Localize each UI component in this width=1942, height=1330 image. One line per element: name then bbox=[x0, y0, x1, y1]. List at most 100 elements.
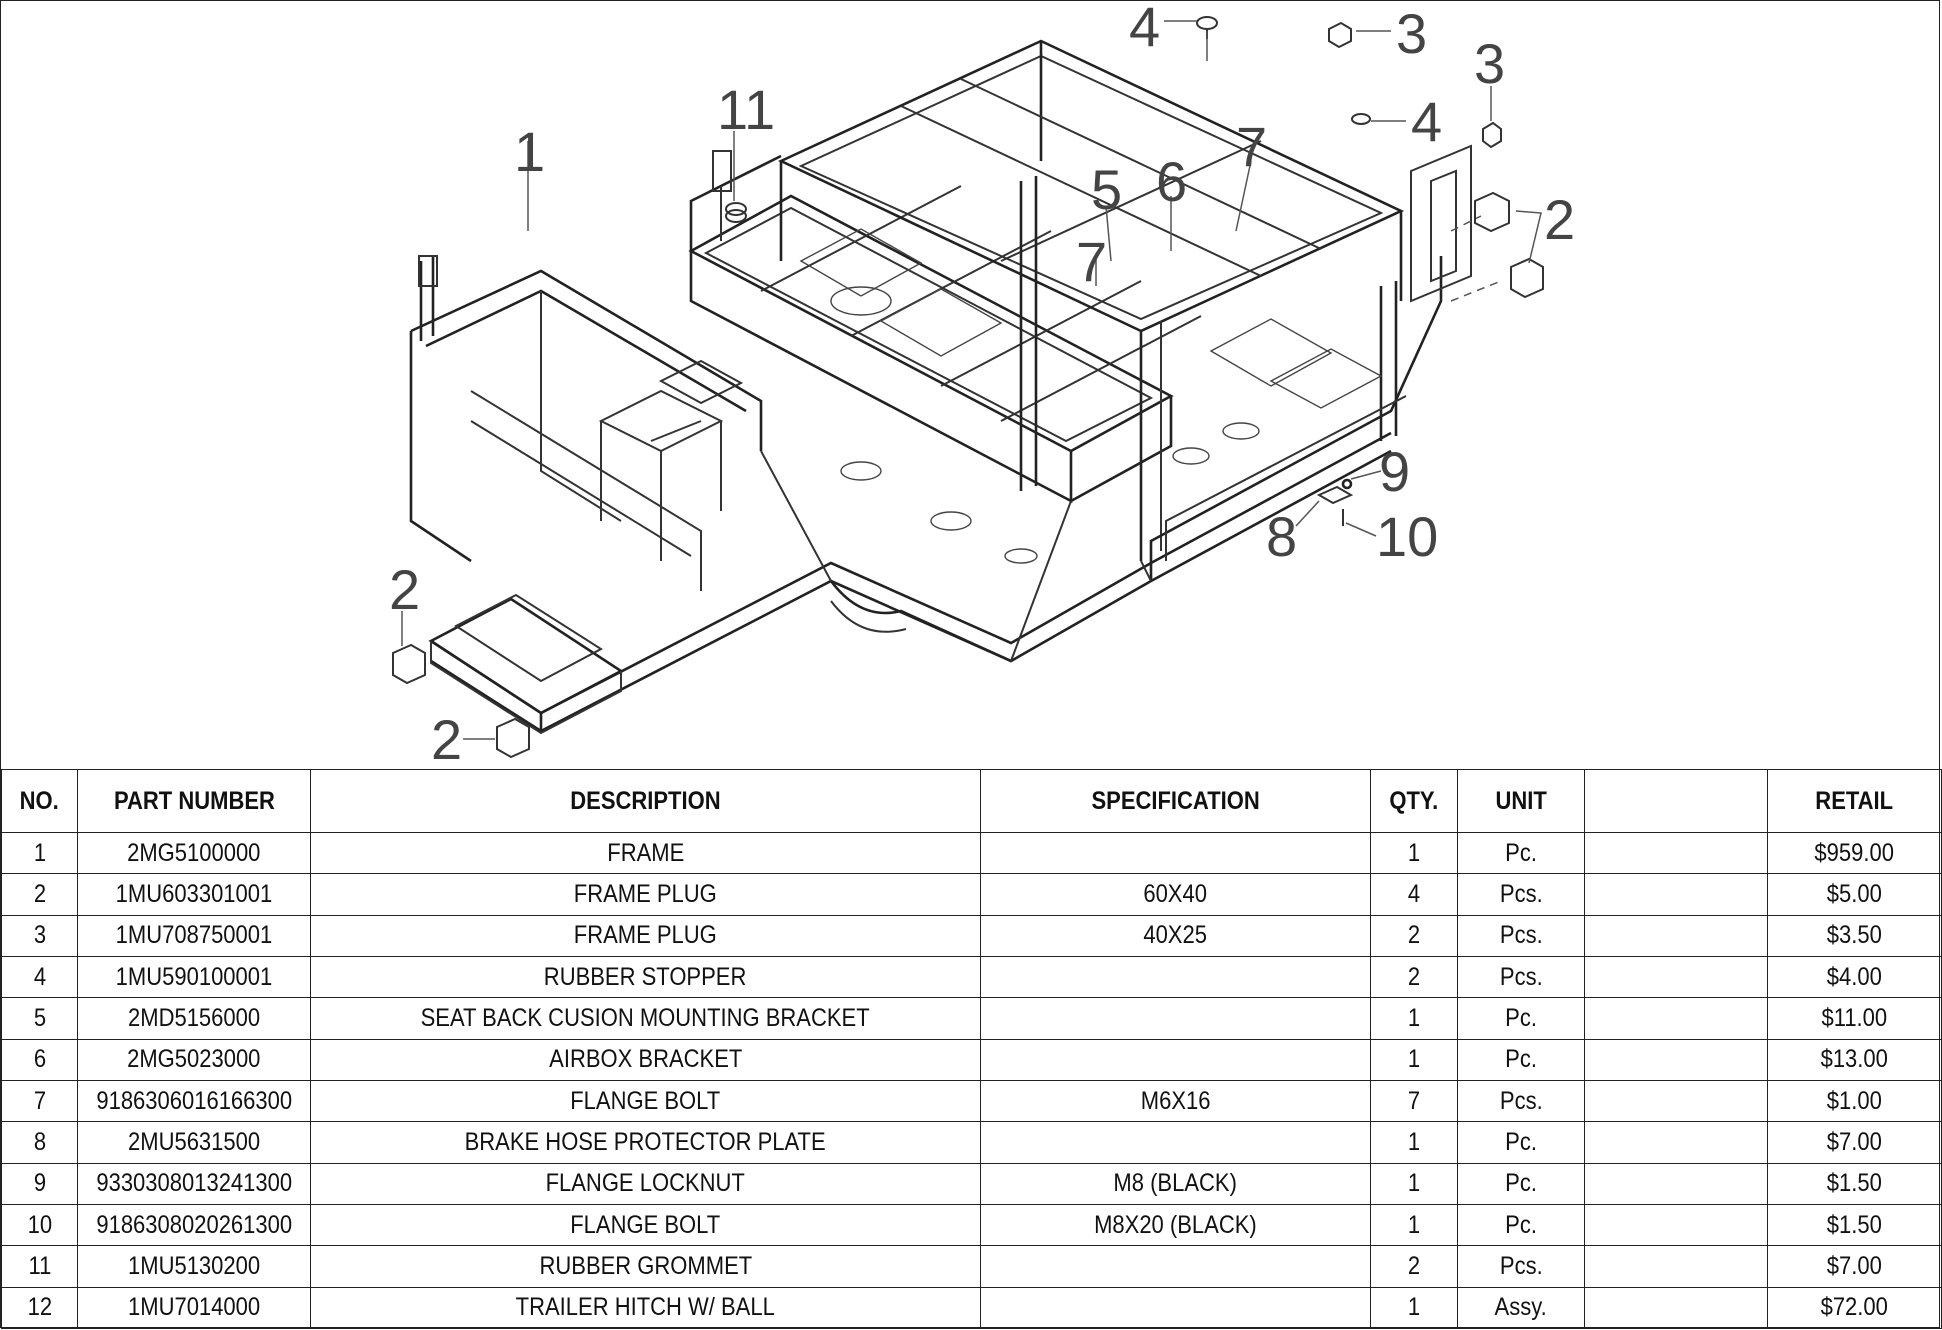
cell-description: FLANGE BOLT bbox=[310, 1203, 981, 1247]
cell-unit: Pcs. bbox=[1457, 914, 1585, 957]
cell-unit: Pc. bbox=[1457, 1038, 1585, 1081]
cell-part-number: 2MU5631500 bbox=[77, 1121, 311, 1164]
cell-retail: $13.00 bbox=[1767, 1038, 1942, 1081]
cell-qty: 4 bbox=[1370, 873, 1458, 916]
cell-blank bbox=[1584, 1286, 1768, 1330]
cell-retail: $5.00 bbox=[1767, 873, 1942, 916]
cell-description: FRAME PLUG bbox=[310, 873, 981, 916]
cell-qty: 2 bbox=[1370, 1245, 1458, 1288]
cell-retail: $1.50 bbox=[1767, 1162, 1942, 1205]
cell-qty: 1 bbox=[1370, 997, 1458, 1040]
header-blank bbox=[1584, 769, 1768, 833]
header-description: DESCRIPTION bbox=[310, 769, 981, 833]
cell-retail: $4.00 bbox=[1767, 955, 1942, 999]
cell-retail: $3.50 bbox=[1767, 914, 1942, 957]
cell-specification: M8X20 (BLACK) bbox=[980, 1203, 1371, 1247]
cell-blank bbox=[1584, 955, 1768, 999]
frame-drawing bbox=[409, 39, 1502, 735]
header-specification: SPECIFICATION bbox=[980, 769, 1371, 833]
parts-table: NO. PART NUMBER DESCRIPTION SPECIFICATIO… bbox=[1, 769, 1942, 1330]
cell-unit: Pcs. bbox=[1457, 1245, 1585, 1288]
cell-retail: $11.00 bbox=[1767, 997, 1942, 1040]
header-retail: RETAIL bbox=[1767, 769, 1942, 833]
cell-blank bbox=[1584, 914, 1768, 957]
table-header-row: NO. PART NUMBER DESCRIPTION SPECIFICATIO… bbox=[1, 769, 1942, 833]
callout-7-lower: 7 bbox=[1076, 230, 1107, 293]
cell-blank bbox=[1584, 873, 1768, 916]
cell-specification: M6X16 bbox=[980, 1079, 1371, 1123]
cell-qty: 1 bbox=[1370, 831, 1458, 875]
cell-blank bbox=[1584, 1038, 1768, 1081]
cell-retail: $72.00 bbox=[1767, 1286, 1942, 1330]
cell-unit: Pcs. bbox=[1457, 955, 1585, 999]
cell-no: 11 bbox=[1, 1245, 78, 1288]
cell-description: BRAKE HOSE PROTECTOR PLATE bbox=[310, 1121, 981, 1164]
cell-blank bbox=[1584, 997, 1768, 1040]
cell-specification bbox=[980, 1245, 1371, 1288]
cell-specification bbox=[980, 1038, 1371, 1081]
cell-part-number: 2MG5023000 bbox=[77, 1038, 311, 1081]
frame-exploded-diagram: 1 11 4 3 4 3 2 2 2 5 6 7 7 9 8 10 bbox=[1, 1, 1941, 769]
cell-part-number: 2MD5156000 bbox=[77, 997, 311, 1040]
cell-no: 7 bbox=[1, 1079, 78, 1123]
cell-part-number: 9186308020261300 bbox=[77, 1203, 311, 1247]
cell-qty: 1 bbox=[1370, 1286, 1458, 1330]
header-qty: QTY. bbox=[1370, 769, 1458, 833]
cell-part-number: 9186306016166300 bbox=[77, 1079, 311, 1123]
cell-no: 1 bbox=[1, 831, 78, 875]
callout-labels: 1 11 4 3 4 3 2 2 2 5 6 7 7 9 8 10 bbox=[389, 1, 1575, 769]
cell-part-number: 1MU7014000 bbox=[77, 1286, 311, 1330]
cell-blank bbox=[1584, 1245, 1768, 1288]
cell-no: 12 bbox=[1, 1286, 78, 1330]
cell-retail: $1.00 bbox=[1767, 1079, 1942, 1123]
cell-part-number: 1MU590100001 bbox=[77, 955, 311, 999]
cell-qty: 2 bbox=[1370, 955, 1458, 999]
cell-specification: M8 (BLACK) bbox=[980, 1162, 1371, 1205]
cell-description: SEAT BACK CUSION MOUNTING BRACKET bbox=[310, 997, 981, 1040]
cell-no: 4 bbox=[1, 955, 78, 999]
callout-11: 11 bbox=[717, 78, 775, 141]
cell-part-number: 9330308013241300 bbox=[77, 1162, 311, 1205]
cell-qty: 1 bbox=[1370, 1121, 1458, 1164]
frame-line-drawing: 1 11 4 3 4 3 2 2 2 5 6 7 7 9 8 10 bbox=[389, 1, 1575, 769]
cell-blank bbox=[1584, 1079, 1768, 1123]
cell-unit: Pcs. bbox=[1457, 873, 1585, 916]
exploded-parts bbox=[392, 16, 1544, 759]
cell-no: 5 bbox=[1, 997, 78, 1040]
cell-qty: 1 bbox=[1370, 1038, 1458, 1081]
callout-1: 1 bbox=[514, 120, 545, 183]
callout-8: 8 bbox=[1266, 505, 1297, 568]
cell-retail: $1.50 bbox=[1767, 1203, 1942, 1247]
cell-unit: Pc. bbox=[1457, 997, 1585, 1040]
cell-qty: 1 bbox=[1370, 1162, 1458, 1205]
cell-retail: $7.00 bbox=[1767, 1121, 1942, 1164]
cell-unit: Pc. bbox=[1457, 1121, 1585, 1164]
cell-part-number: 1MU603301001 bbox=[77, 873, 311, 916]
callout-2-front: 2 bbox=[389, 558, 420, 621]
cell-part-number: 2MG5100000 bbox=[77, 831, 311, 875]
callout-10: 10 bbox=[1376, 505, 1438, 568]
cell-unit: Pcs. bbox=[1457, 1079, 1585, 1123]
cell-description: FLANGE BOLT bbox=[310, 1079, 981, 1123]
cell-specification bbox=[980, 955, 1371, 999]
cell-no: 9 bbox=[1, 1162, 78, 1205]
callout-4-right: 4 bbox=[1411, 90, 1442, 153]
cell-specification bbox=[980, 1121, 1371, 1164]
header-no: NO. bbox=[1, 769, 78, 833]
callout-3-right: 3 bbox=[1474, 32, 1505, 95]
cell-blank bbox=[1584, 1203, 1768, 1247]
cell-description: FRAME bbox=[310, 831, 981, 875]
cell-qty: 2 bbox=[1370, 914, 1458, 957]
cell-blank bbox=[1584, 1121, 1768, 1164]
cell-retail: $7.00 bbox=[1767, 1245, 1942, 1288]
cell-description: TRAILER HITCH W/ BALL bbox=[310, 1286, 981, 1330]
